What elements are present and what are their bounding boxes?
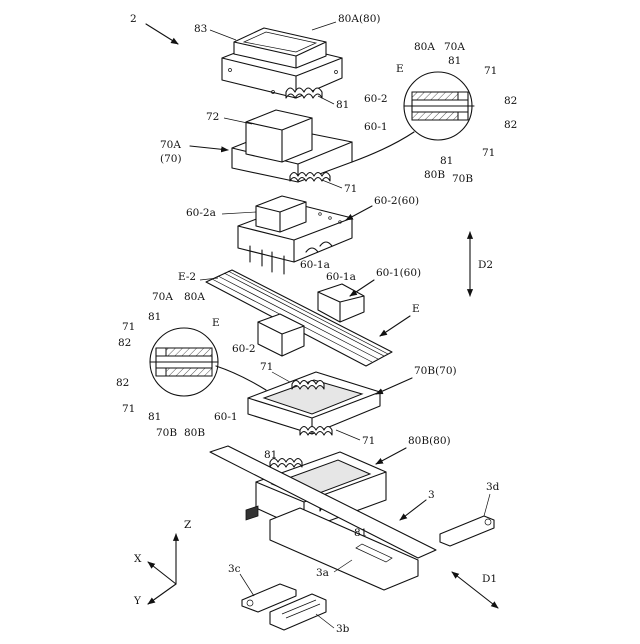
- label-60-1a-b: 60-1a: [326, 271, 356, 283]
- upper-outer-cover-80A: [222, 28, 342, 98]
- lower-inner-cover-70B: [248, 372, 380, 435]
- label-81-lower: 81: [264, 449, 277, 461]
- label-3d: 3d: [486, 481, 500, 493]
- direction-D2: D2: [470, 232, 493, 296]
- axis-triad: Z X Y: [133, 519, 191, 607]
- label-82-left-b: 82: [116, 377, 129, 389]
- detail-view-left: [150, 328, 218, 396]
- label-60-2-60: 60-2(60): [374, 195, 419, 207]
- label-81-left-a: 81: [148, 311, 161, 323]
- label-72: 72: [206, 111, 219, 123]
- axis-Y-label: Y: [133, 595, 142, 607]
- label-81-left-b: 81: [148, 411, 161, 423]
- label-3c: 3c: [228, 563, 241, 575]
- label-60-1-detail: 60-1: [364, 121, 388, 133]
- label-81-top: 81: [336, 99, 349, 111]
- detail-view-right: [404, 72, 474, 140]
- label-71-detail-b: 71: [482, 147, 495, 159]
- label-71-left-a: 71: [122, 321, 135, 333]
- label-80A80: 80A(80): [338, 13, 381, 25]
- label-70B70: 70B(70): [414, 365, 457, 377]
- direction-D1: D1: [452, 572, 498, 608]
- label-60-2a: 60-2a: [186, 207, 216, 219]
- label-D1: D1: [482, 573, 497, 585]
- label-80A-left: 80A: [184, 291, 205, 303]
- label-71-left-b: 71: [122, 403, 135, 415]
- label-71-lower: 71: [362, 435, 375, 447]
- axis-Z-label: Z: [184, 519, 191, 531]
- label-70A-left: 70A: [152, 291, 173, 303]
- label-E-left: E: [212, 317, 220, 329]
- label-70B-left: 70B: [156, 427, 177, 439]
- upper-inner-cover-70A: [232, 110, 352, 182]
- label-82-detail-b: 82: [504, 119, 517, 131]
- label-3a: 3a: [316, 567, 329, 579]
- label-E-2: E-2: [178, 271, 196, 283]
- label-70: (70): [160, 153, 182, 165]
- label-71-detail-a: 71: [484, 65, 497, 77]
- label-80B-left: 80B: [184, 427, 205, 439]
- label-70A-detail: 70A: [444, 41, 465, 53]
- label-82-left-a: 82: [118, 337, 131, 349]
- label-81-bottom: 81: [354, 527, 367, 539]
- label-81-detail-a: 81: [448, 55, 461, 67]
- label-D2: D2: [478, 259, 493, 271]
- label-71-upper: 71: [344, 183, 357, 195]
- label-2: 2: [130, 13, 137, 25]
- label-60-1a-a: 60-1a: [300, 259, 330, 271]
- label-70A: 70A: [160, 139, 181, 151]
- label-E-detail: E: [396, 63, 404, 75]
- label-82-detail-a: 82: [504, 95, 517, 107]
- label-80A-detail: 80A: [414, 41, 435, 53]
- label-3: 3: [428, 489, 435, 501]
- label-60-2-left: 60-2: [232, 343, 256, 355]
- label-80B-detail: 80B: [424, 169, 445, 181]
- label-60-2-detail: 60-2: [364, 93, 388, 105]
- label-60-1-60: 60-1(60): [376, 267, 421, 279]
- label-81-detail-b: 81: [440, 155, 453, 167]
- clip-3d: [440, 516, 494, 546]
- label-80B80: 80B(80): [408, 435, 451, 447]
- label-3b: 3b: [336, 623, 350, 635]
- label-71-mid: 71: [260, 361, 273, 373]
- upper-frame-60-2: [238, 196, 352, 274]
- label-60-1-left: 60-1: [214, 411, 238, 423]
- axis-X-label: X: [134, 553, 142, 565]
- label-E-right: E: [412, 303, 420, 315]
- label-83: 83: [194, 23, 207, 35]
- label-70B-detail: 70B: [452, 173, 473, 185]
